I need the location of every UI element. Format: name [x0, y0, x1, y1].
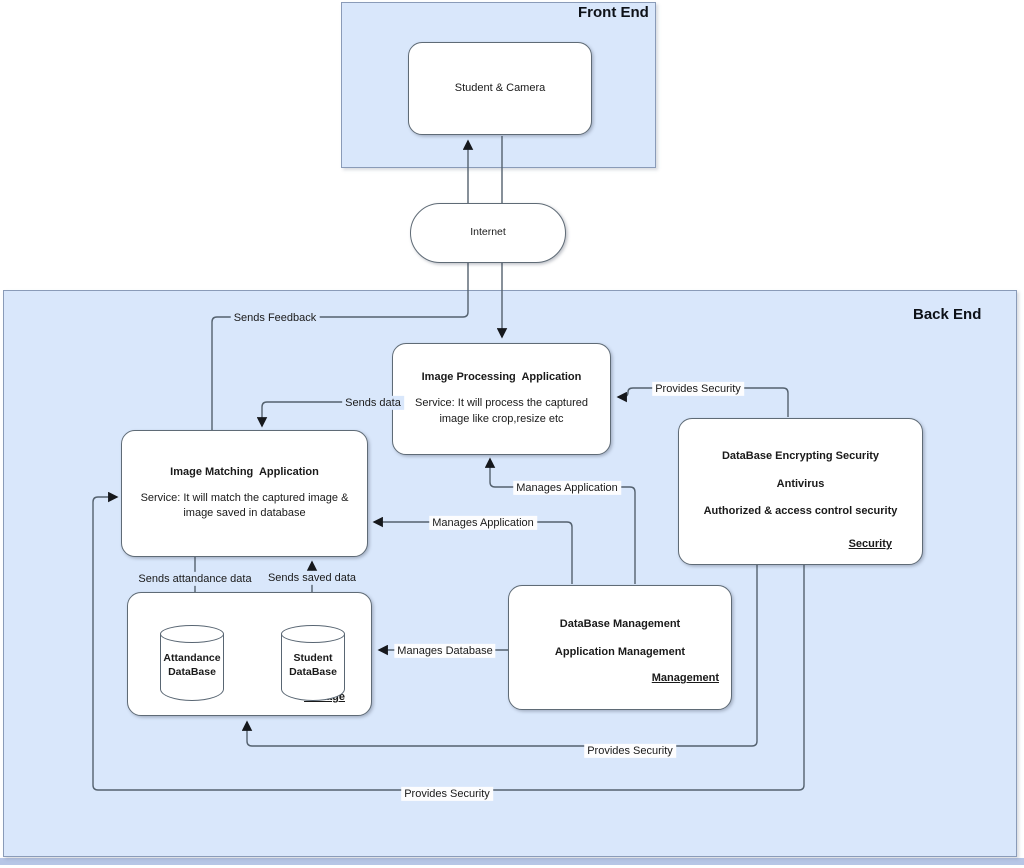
- sends-data-label: Sends data: [342, 395, 404, 411]
- image-processing-node: Image Processing Application Service: It…: [392, 343, 611, 455]
- image-matching-node: Image Matching Application Service: It w…: [121, 430, 368, 557]
- attandance-database-cylinder: Attandance DataBase: [160, 625, 224, 701]
- cylinder-body: [160, 634, 224, 701]
- student-database-cylinder: Student DataBase: [281, 625, 345, 701]
- image-processing-title: Image Processing Application: [421, 371, 582, 384]
- sends-feedback-label: Sends Feedback: [230, 310, 320, 326]
- provides-security-processing-label: Provides Security: [652, 381, 744, 397]
- cylinder-top-ellipse: [281, 625, 345, 643]
- internet-label: Internet: [470, 226, 506, 239]
- provides-security-matching-label: Provides Security: [401, 786, 493, 802]
- security-line-1: DataBase Encrypting Security: [721, 449, 880, 462]
- edge-provides-security-storage: [241, 563, 758, 747]
- provides-security-storage-label: Provides Security: [584, 743, 676, 759]
- edge-sends-data: [256, 401, 392, 428]
- image-processing-body: Service: It will process the captured im…: [414, 397, 589, 425]
- security-line-2: Antivirus: [776, 477, 825, 490]
- edge-sends-feedback: [211, 139, 474, 430]
- bottom-shadow-strip: [0, 858, 1024, 865]
- back-end-label: Back End: [913, 306, 982, 323]
- sends-attandance-data-label: Sends attandance data: [135, 571, 255, 587]
- cylinder-body: [281, 634, 345, 701]
- student-camera-node: Student & Camera: [408, 42, 592, 135]
- sends-saved-data-label: Sends saved data: [264, 570, 360, 586]
- edge-provides-security-matching: [92, 491, 805, 791]
- edge-provides-security-processing: [616, 387, 789, 417]
- attandance-database-label: Attandance DataBase: [163, 652, 221, 679]
- manages-database-label: Manages Database: [394, 643, 496, 659]
- manages-application-matching-label: Manages Application: [429, 515, 537, 531]
- security-line-3: Authorized & access control security: [703, 505, 898, 518]
- image-matching-title: Image Matching Application: [170, 465, 319, 478]
- student-camera-label: Student & Camera: [454, 81, 546, 94]
- management-node: DataBase Management Application Manageme…: [508, 585, 732, 710]
- management-tag: Management: [651, 672, 719, 685]
- edge-manages-application-matching: [372, 516, 573, 584]
- management-line-1: DataBase Management: [559, 617, 681, 630]
- management-line-2: Application Management: [554, 645, 686, 658]
- security-node: DataBase Encrypting Security Antivirus A…: [678, 418, 923, 565]
- image-matching-body: Service: It will match the captured imag…: [140, 491, 349, 520]
- manages-application-processing-label: Manages Application: [513, 480, 621, 496]
- security-tag: Security: [848, 538, 892, 551]
- student-database-label: Student DataBase: [289, 652, 337, 679]
- cylinder-top-ellipse: [160, 625, 224, 643]
- front-end-label: Front End: [578, 4, 649, 21]
- internet-node: Internet: [410, 203, 566, 263]
